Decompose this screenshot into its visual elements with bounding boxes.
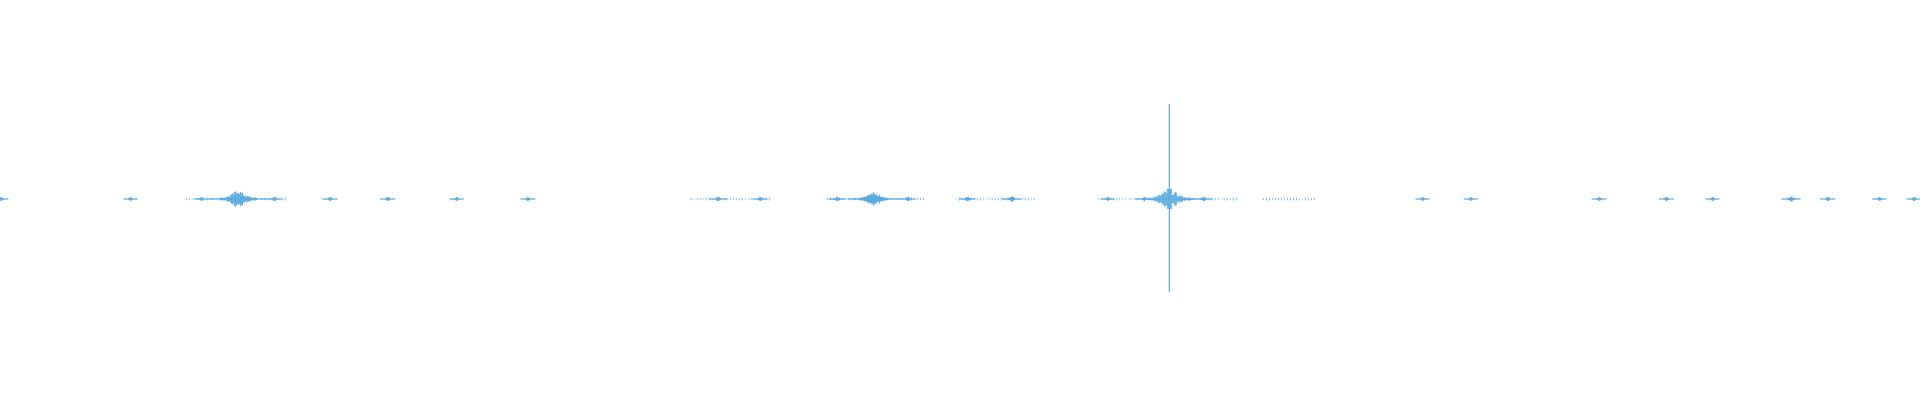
waveform-burst-layer [0, 104, 1920, 293]
